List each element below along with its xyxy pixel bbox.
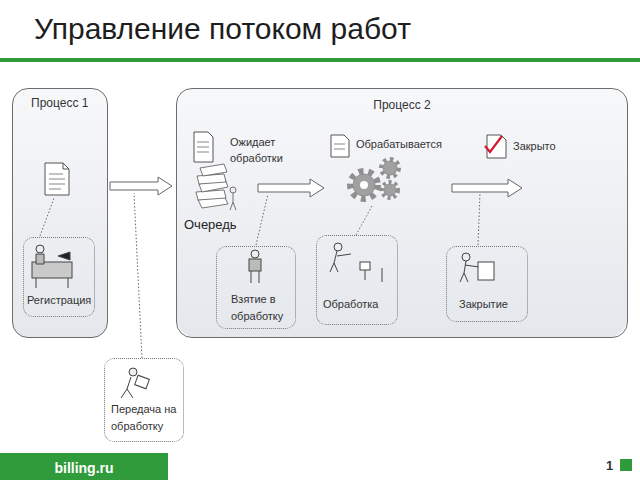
action-box: Передача на обработку — [104, 358, 184, 442]
slide-title: Управление потоком работ — [34, 12, 411, 46]
panel-fill — [13, 89, 108, 338]
paper-pile — [196, 164, 236, 210]
action-box: Обработка — [316, 235, 398, 325]
document-icon — [331, 135, 349, 157]
action-label: Закрытие — [459, 296, 523, 313]
panel-heading: Процесс 2 — [185, 98, 619, 112]
action-label: Обработка — [323, 296, 393, 313]
block-arrow — [110, 177, 172, 195]
process-panel: Процесс 2 Взятие в обработку Обработка Закр… — [176, 88, 628, 338]
queue-label: Очередь — [184, 216, 254, 235]
status-label: Ожидает обработки — [230, 135, 296, 167]
action-box: Взятие в обработку — [216, 246, 296, 329]
action-box: Регистрация — [23, 237, 95, 317]
page-marker — [620, 459, 632, 471]
worker-figure — [249, 243, 494, 283]
action-label: Взятие в обработку — [231, 291, 291, 325]
status-label: Закрыто — [513, 139, 583, 155]
action-label: Регистрация — [27, 292, 91, 309]
document-icon — [45, 163, 69, 195]
footer-text: billing.ru — [0, 458, 168, 478]
footer-bar — [0, 453, 168, 480]
action-box: Закрытие — [446, 246, 528, 322]
process-panel: Процесс 1 Регистрация — [12, 88, 108, 338]
leader-line — [40, 193, 480, 358]
title-rule — [0, 58, 640, 62]
panel-heading: Процесс 1 — [31, 96, 99, 110]
panel-fill — [177, 89, 628, 338]
page-number: 1 — [606, 457, 620, 476]
document-icon — [194, 132, 213, 162]
status-label: Обрабатывается — [356, 137, 456, 153]
carrier-figure — [121, 368, 149, 398]
clerk-figure — [32, 245, 72, 288]
gear-icon — [350, 159, 399, 199]
flow-arrow — [258, 179, 522, 197]
action-label: Передача на обработку — [111, 401, 180, 435]
checked-document-icon — [485, 135, 506, 158]
